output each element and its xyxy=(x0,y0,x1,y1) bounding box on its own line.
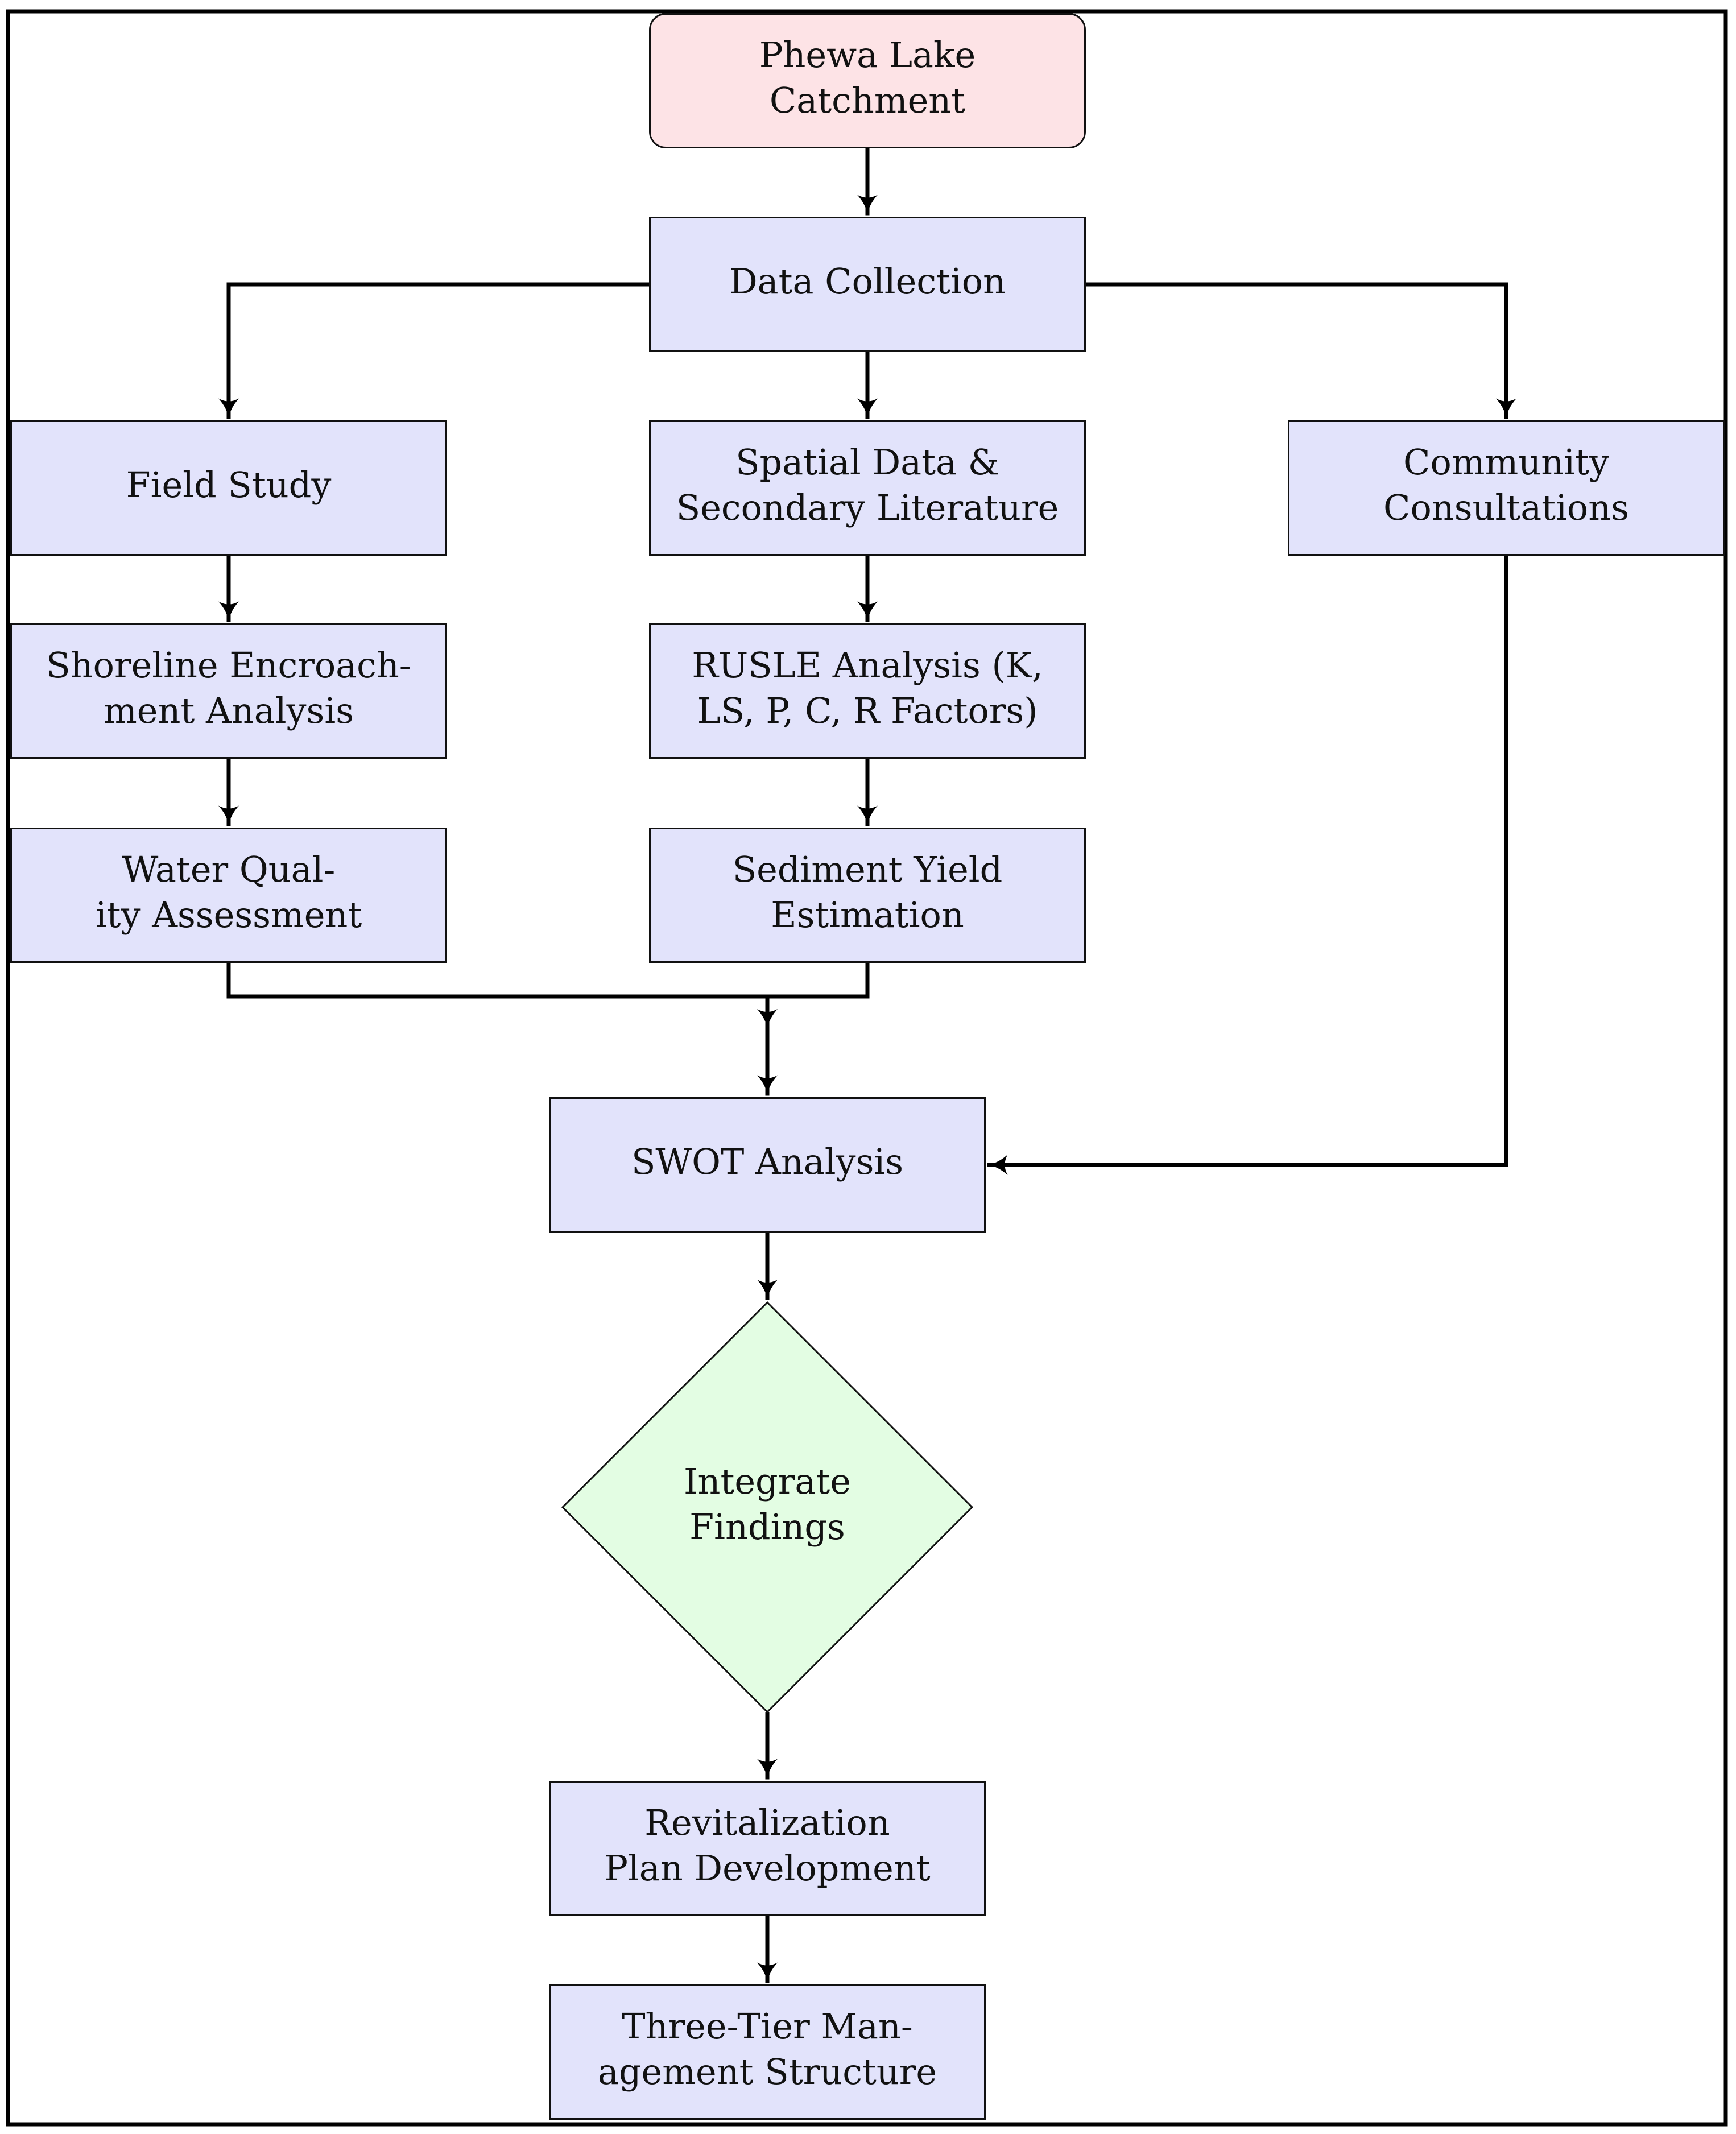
node-shape-shoreline xyxy=(10,623,447,759)
node-label-catchment-line-1: Phewa Lake xyxy=(759,34,976,76)
node-label-spatial-line-2: Secondary Literature xyxy=(676,487,1059,528)
edge-community-to-swot xyxy=(987,555,1508,1175)
node-label-water-line-2: ity Assessment xyxy=(96,894,362,936)
node-label-rusle-line-1: RUSLE Analysis (K, xyxy=(692,644,1043,686)
node-label-plan-line-1: Revitalization xyxy=(644,1802,890,1843)
node-label-shoreline-line-1: Shoreline Encroach- xyxy=(46,644,411,686)
node-rusle: RUSLE Analysis (K,LS, P, C, R Factors) xyxy=(649,623,1086,759)
edge-sediment-to-swot xyxy=(757,962,870,1029)
node-data: Data Collection xyxy=(649,217,1086,352)
node-shape-sediment xyxy=(649,828,1086,963)
edges-layer xyxy=(218,147,1516,1983)
node-shape-community xyxy=(1288,420,1725,556)
node-label-rusle-line-2: LS, P, C, R Factors) xyxy=(697,690,1038,731)
node-shape-swot xyxy=(549,1097,986,1233)
node-label-sediment-line-1: Sediment Yield xyxy=(733,849,1003,890)
node-shape-data xyxy=(649,217,1086,352)
node-label-water-line-1: Water Qual- xyxy=(122,849,336,890)
node-shape-integrate xyxy=(561,1301,974,1714)
node-water: Water Qual-ity Assessment xyxy=(10,828,447,963)
node-label-sediment-line-2: Estimation xyxy=(771,894,964,936)
diagram-frame xyxy=(6,9,1728,2127)
node-label-community-line-1: Community xyxy=(1403,441,1609,483)
node-label-catchment-line-2: Catchment xyxy=(770,80,965,121)
node-shape-catchment xyxy=(649,13,1086,148)
node-shape-plan xyxy=(549,1781,986,1916)
node-label-integrate-line-1: Integrate xyxy=(684,1461,851,1502)
edge-water-to-swot xyxy=(226,962,778,1096)
node-swot: SWOT Analysis xyxy=(549,1097,986,1233)
node-shape-water xyxy=(10,828,447,963)
node-label-tier-line-1: Three-Tier Man- xyxy=(622,2005,913,2047)
node-shape-field xyxy=(10,420,447,556)
edge-data-to-field xyxy=(218,282,650,419)
node-label-field-line-1: Field Study xyxy=(126,464,332,506)
edge-data-to-community xyxy=(1085,282,1516,419)
node-shape-spatial xyxy=(649,420,1086,556)
node-label-integrate-line-2: Findings xyxy=(689,1506,845,1548)
node-label-data-line-1: Data Collection xyxy=(729,260,1006,302)
node-tier: Three-Tier Man-agement Structure xyxy=(549,1984,986,2120)
node-label-plan-line-2: Plan Development xyxy=(604,1847,931,1889)
node-label-community-line-2: Consultations xyxy=(1383,487,1629,528)
node-field: Field Study xyxy=(10,420,447,556)
node-label-tier-line-2: agement Structure xyxy=(598,2051,937,2092)
node-label-swot-line-1: SWOT Analysis xyxy=(631,1141,903,1182)
node-label-shoreline-line-2: ment Analysis xyxy=(104,690,354,731)
node-label-spatial-line-1: Spatial Data & xyxy=(735,441,999,483)
node-spatial: Spatial Data &Secondary Literature xyxy=(649,420,1086,556)
node-shape-tier xyxy=(549,1984,986,2120)
node-shoreline: Shoreline Encroach-ment Analysis xyxy=(10,623,447,759)
node-shape-rusle xyxy=(649,623,1086,759)
